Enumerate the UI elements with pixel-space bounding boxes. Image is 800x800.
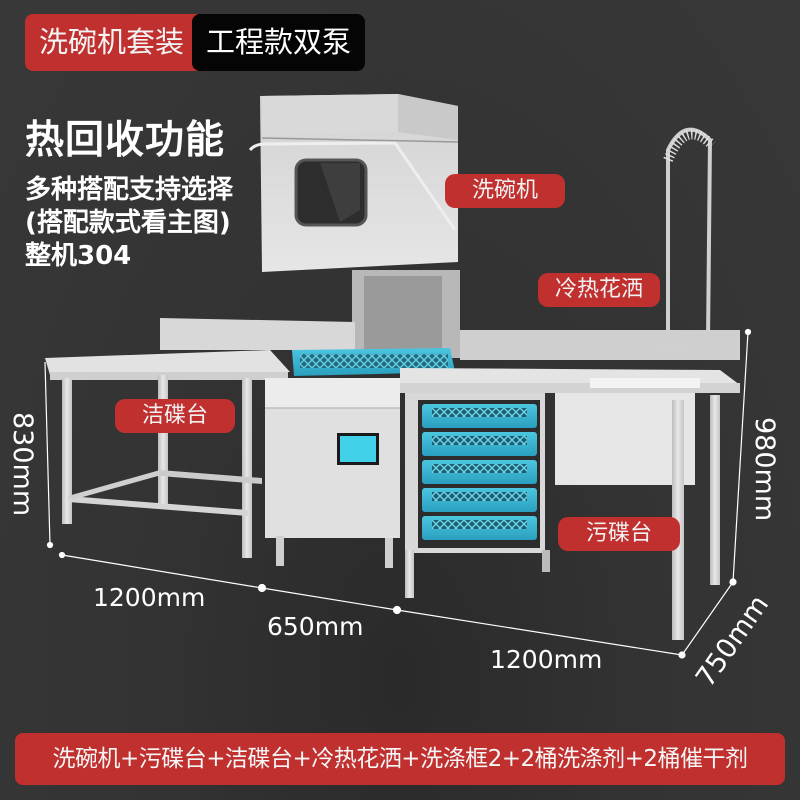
feature-headline: 热回收功能: [25, 118, 226, 163]
clean-table: [45, 318, 355, 558]
callout-spray-faucet: 冷热花洒: [538, 273, 660, 307]
title-bar: 洗碗机套装 工程款双泵: [25, 14, 366, 71]
dim-dishwasher-width: 650mm: [267, 612, 364, 641]
dimension-lines: [44, 328, 752, 659]
soiled-table: [400, 127, 740, 640]
feature-list: 热回收功能 多种搭配支持选择 (搭配款式看主图) 整机304: [25, 118, 233, 272]
feature-line: (搭配款式看主图): [25, 207, 231, 238]
engineering-model-tag: 工程款双泵: [192, 14, 366, 71]
spray-faucet: [655, 127, 716, 353]
dim-soiled-table-width: 1200mm: [490, 645, 603, 674]
dim-clean-table-height: 830mm: [7, 412, 38, 517]
callout-soiled-table: 污碟台: [558, 517, 680, 551]
callout-dishwasher: 洗碗机: [445, 174, 565, 208]
product-set-tag: 洗碗机套装: [25, 14, 199, 71]
callout-clean-table: 洁碟台: [115, 399, 235, 433]
dishwasher-body: [265, 348, 455, 568]
dishwasher-hood: [248, 94, 459, 272]
dim-clean-table-width: 1200mm: [93, 583, 206, 612]
feature-line: 多种搭配支持选择: [25, 174, 234, 205]
stacked-racks: [422, 404, 537, 540]
dim-soiled-table-height: 980mm: [749, 417, 780, 522]
package-contents-bar: 洗碗机+污碟台+洁碟台+冷热花洒+洗涤框2+2桶洗涤剂+2桶催干剂: [15, 733, 785, 785]
feature-line: 整机304: [25, 241, 132, 272]
